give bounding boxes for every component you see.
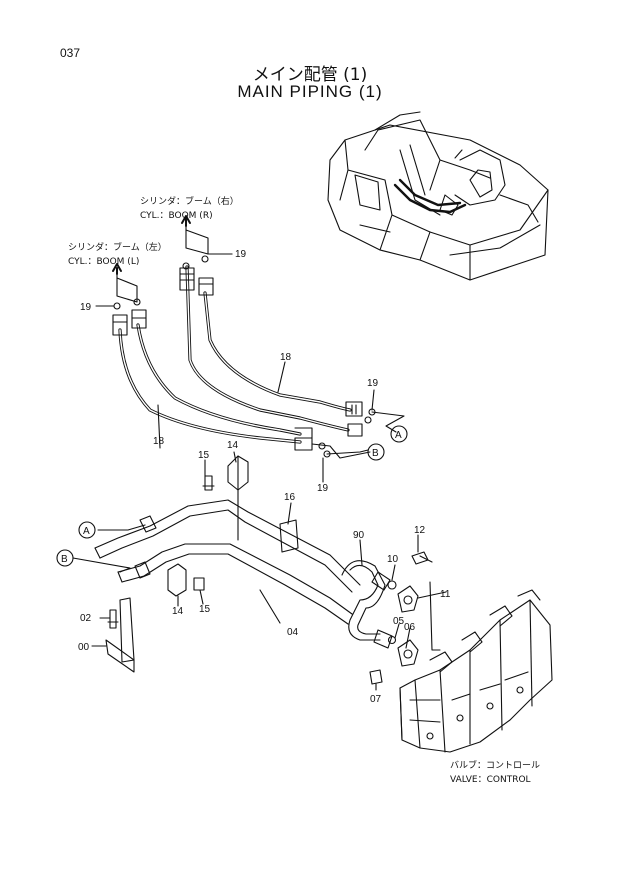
callout-90: 90 (353, 530, 365, 541)
flange-fittings (369, 551, 441, 685)
boom-r-hoses (179, 217, 363, 437)
title-japanese: メイン配管 (1) (252, 65, 368, 85)
callout-b-bottom: B (61, 554, 68, 565)
callout-12: 12 (414, 525, 426, 536)
callout-11: 11 (440, 589, 451, 600)
callout-19-left: 19 (80, 302, 92, 313)
circle-b-top (367, 443, 385, 461)
callout-14-bottom: 14 (172, 606, 184, 617)
callout-18-lower: 18 (153, 436, 165, 447)
callout-19-right: 19 (367, 378, 379, 389)
callout-b-top: B (372, 448, 379, 459)
boom-r-label-jp: シリンダ：ブーム（右） (140, 197, 239, 207)
excavator-inset (327, 111, 549, 281)
callout-05: 05 (393, 616, 405, 627)
boom-l-hoses (95, 267, 376, 458)
callout-04: 04 (287, 627, 299, 638)
page-number: 037 (60, 46, 81, 60)
callout-a-bottom: A (83, 526, 90, 537)
clamp-top (202, 455, 249, 491)
circle-a-top (390, 425, 408, 443)
callout-15-bottom: 15 (199, 604, 211, 615)
callout-06: 06 (404, 622, 416, 633)
valve-label-en: VALVE：CONTROL (450, 775, 531, 785)
block-16 (279, 519, 299, 553)
callout-14-top: 14 (227, 440, 239, 451)
callout-leaders (72, 253, 447, 691)
steel-pipes (94, 489, 361, 625)
callout-15-top: 15 (198, 450, 210, 461)
clamp-bottom (167, 563, 205, 597)
callout-a-top: A (395, 430, 402, 441)
bracket (105, 597, 135, 673)
control-valve (399, 589, 553, 753)
callout-10: 10 (387, 554, 399, 565)
callout-18-upper: 18 (280, 352, 292, 363)
boom-l-label-jp: シリンダ：ブーム（左） (68, 243, 167, 253)
callout-00: 00 (78, 642, 90, 653)
callout-07: 07 (370, 694, 382, 705)
boom-l-label-en: CYL.：BOOM (L) (68, 257, 140, 267)
circle-b-bottom (56, 549, 74, 567)
boom-r-label-en: CYL.：BOOM (R) (140, 211, 213, 221)
callout-19-top: 19 (235, 249, 247, 260)
callout-19-bottom: 19 (317, 483, 329, 494)
title-english: MAIN PIPING (1) (237, 82, 383, 101)
fitting-90 (341, 560, 393, 649)
circle-a-bottom (78, 521, 96, 539)
valve-label-jp: バルブ：コントロール (450, 761, 541, 771)
callout-02: 02 (80, 613, 92, 624)
callout-16: 16 (284, 492, 296, 503)
